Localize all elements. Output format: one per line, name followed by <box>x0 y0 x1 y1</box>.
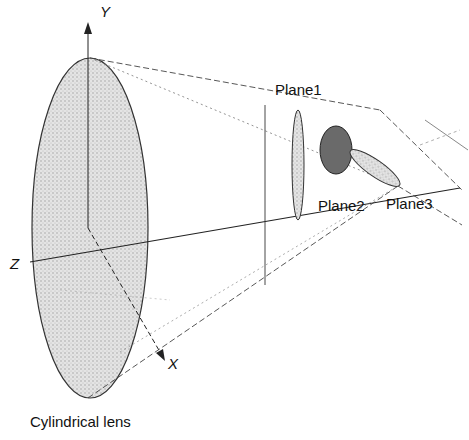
plane-label: Plane3 <box>386 196 433 213</box>
part-name: Cylindrical lens <box>30 414 131 431</box>
axis-label: X <box>168 356 178 373</box>
axis-label: Y <box>100 4 110 21</box>
plane-label: Plane1 <box>275 82 322 99</box>
plane-label: Plane2 <box>318 198 365 215</box>
axis-label: Z <box>10 256 19 273</box>
